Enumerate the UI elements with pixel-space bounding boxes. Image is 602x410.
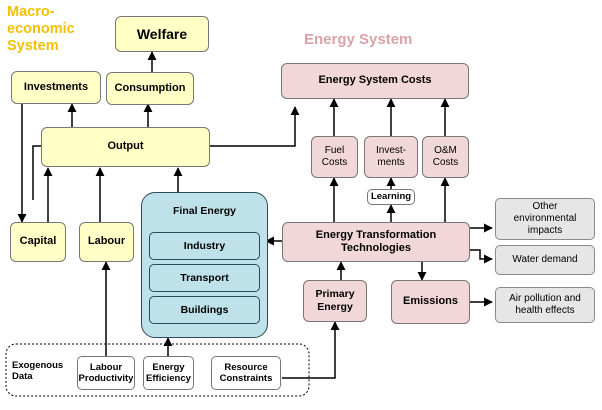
buildings-box: Buildings (149, 296, 260, 324)
energy-system-costs-label: Energy System Costs (318, 74, 432, 87)
air-pollution-label: Air pollution and health effects (509, 293, 581, 316)
welfare-box: Welfare (115, 16, 209, 52)
arrow-resource-primary (282, 321, 340, 379)
industry-box: Industry (149, 232, 260, 260)
other-env-impacts-label: Other environmental impacts (513, 201, 577, 236)
transformation-label: Energy Transformation Technologies (315, 228, 437, 254)
learning-box: Learning (367, 189, 415, 205)
primary-energy-box: Primary Energy (303, 280, 367, 322)
resource-constraints-box: Resource Constraints (211, 356, 281, 390)
final-energy-title: Final Energy (172, 205, 236, 217)
labour-label: Labour (87, 235, 126, 248)
om-costs-box: O&M Costs (422, 136, 469, 178)
arrow-output-capital (32, 145, 42, 200)
energy-efficiency-label: Energy Efficiency (146, 361, 191, 384)
capital-label: Capital (19, 235, 57, 248)
arrow-output-costs (210, 106, 300, 147)
welfare-label: Welfare (136, 25, 188, 42)
labour-box: Labour (79, 222, 134, 262)
investments-box: Investments (11, 71, 101, 104)
buildings-label: Buildings (180, 303, 229, 316)
energy-heading: Energy System (304, 31, 413, 48)
energy-investments-label: Invest- ments (375, 145, 406, 168)
fuel-costs-box: Fuel Costs (311, 136, 358, 178)
labour-productivity-box: Labour Productivity (77, 356, 135, 390)
water-demand-box: Water demand (495, 245, 595, 275)
arrow-transform-water (470, 249, 493, 264)
consumption-label: Consumption (114, 81, 186, 94)
exogenous-frame (5, 343, 310, 397)
macro-heading: Macro- economic System (7, 4, 75, 54)
emissions-box: Emissions (391, 280, 470, 324)
exogenous-data-label: Exogenous Data (12, 359, 64, 382)
investments-label: Investments (23, 80, 89, 93)
primary-energy-label: Primary Energy (315, 288, 355, 313)
om-costs-label: O&M Costs (432, 145, 459, 168)
energy-system-costs-box: Energy System Costs (281, 63, 469, 99)
output-label: Output (107, 140, 144, 153)
emissions-label: Emissions (402, 295, 459, 308)
capital-box: Capital (10, 222, 66, 262)
transport-label: Transport (180, 271, 229, 284)
labour-productivity-label: Labour Productivity (78, 361, 134, 384)
learning-label: Learning (370, 191, 412, 203)
energy-efficiency-box: Energy Efficiency (143, 356, 194, 390)
fuel-costs-label: Fuel Costs (321, 145, 348, 168)
consumption-box: Consumption (106, 72, 194, 105)
air-pollution-box: Air pollution and health effects (495, 287, 595, 323)
resource-constraints-label: Resource Constraints (219, 361, 273, 384)
energy-investments-box: Invest- ments (364, 136, 418, 178)
transport-box: Transport (149, 264, 260, 292)
other-env-impacts-box: Other environmental impacts (495, 198, 595, 240)
output-box: Output (41, 127, 210, 167)
water-demand-label: Water demand (512, 254, 578, 265)
transformation-box: Energy Transformation Technologies (282, 222, 470, 262)
industry-label: Industry (183, 239, 226, 252)
